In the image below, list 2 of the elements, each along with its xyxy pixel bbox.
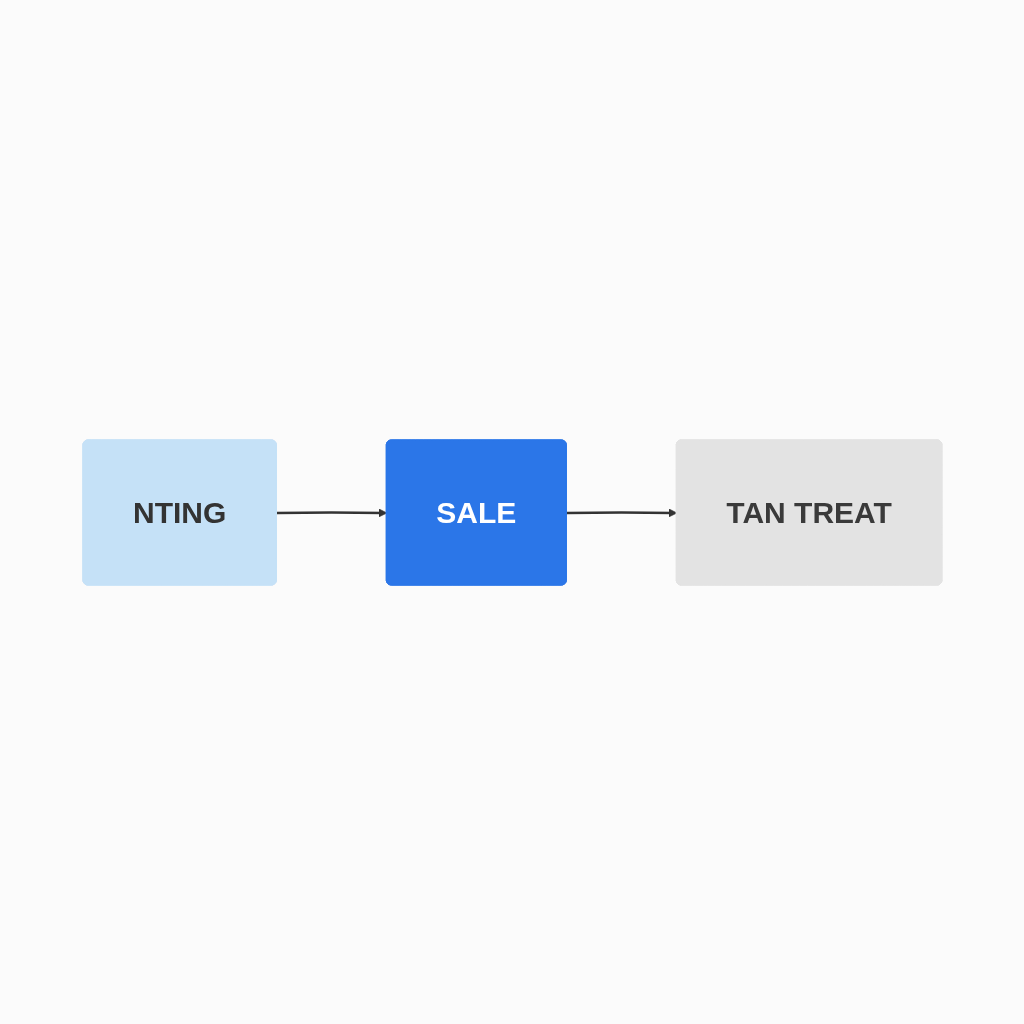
arrow [566,508,677,517]
arrow [276,508,387,517]
